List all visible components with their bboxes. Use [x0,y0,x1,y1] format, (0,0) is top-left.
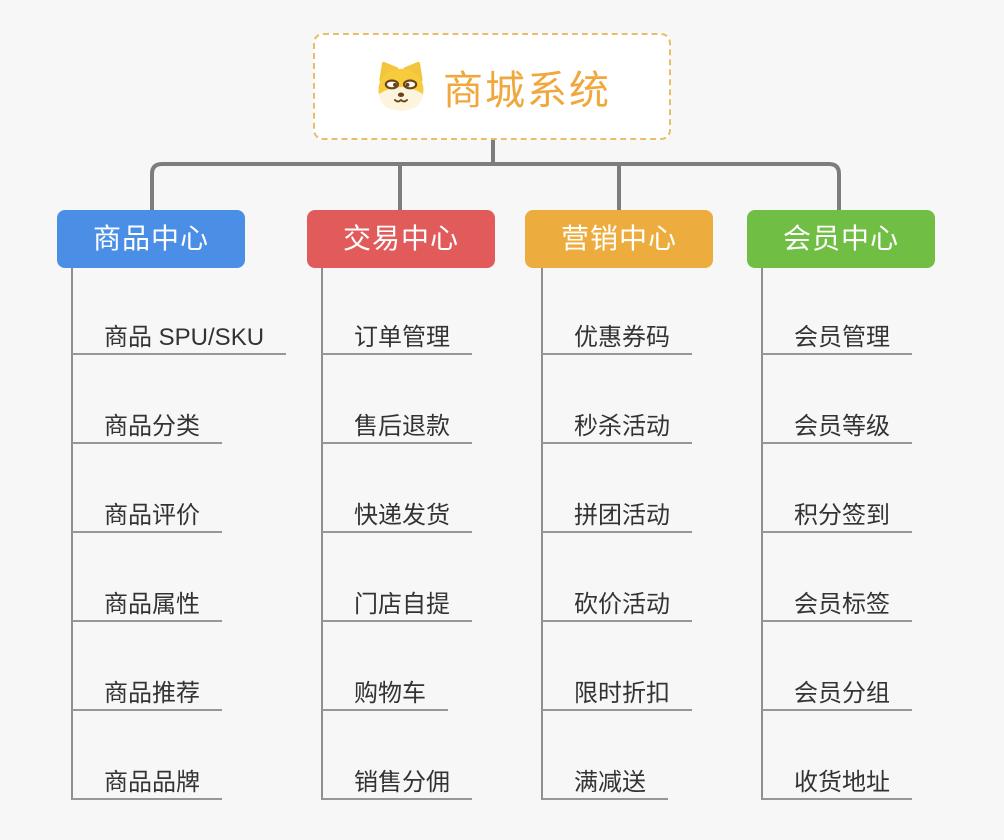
branch-children-marketing-center: 优惠券码 秒杀活动 拼团活动 砍价活动 限时折扣 满减送 [541,268,791,808]
dog-face-icon [378,61,424,110]
sub-topic[interactable]: 拼团活动 [542,500,692,533]
sub-topic[interactable]: 销售分佣 [322,767,472,800]
sub-topic[interactable]: 商品品牌 [72,767,222,800]
sub-topic[interactable]: 会员标签 [762,589,912,622]
sub-topic[interactable]: 会员管理 [762,322,912,355]
sub-topic[interactable]: 门店自提 [322,589,472,622]
branch-topic-trade-center[interactable]: 交易中心 [307,210,495,268]
sub-topic[interactable]: 优惠券码 [542,322,692,355]
sub-topic[interactable]: 订单管理 [322,322,472,355]
branch-children-member-center: 会员管理 会员等级 积分签到 会员标签 会员分组 收货地址 [761,268,1004,808]
branch-topic-product-center[interactable]: 商品中心 [57,210,245,268]
sub-topic[interactable]: 收货地址 [762,767,912,800]
branch-trunk-line [321,268,323,800]
sub-topic[interactable]: 会员分组 [762,678,912,711]
root-topic[interactable]: 商城系统 [313,33,671,140]
sub-topic[interactable]: 商品分类 [72,411,222,444]
branch-trunk-line [761,268,763,800]
sub-topic[interactable]: 快递发货 [322,500,472,533]
sub-topic[interactable]: 会员等级 [762,411,912,444]
sub-topic[interactable]: 商品推荐 [72,678,222,711]
root-topic-title: 商城系统 [443,68,611,113]
branch-children-trade-center: 订单管理 售后退款 快递发货 门店自提 购物车 销售分佣 [321,268,571,808]
branch-topic-marketing-center[interactable]: 营销中心 [525,210,713,268]
branch-topic-member-center[interactable]: 会员中心 [747,210,935,268]
sub-topic[interactable]: 商品 SPU/SKU [72,322,287,355]
branch-trunk-line [71,268,73,800]
branch-children-product-center: 商品 SPU/SKU 商品分类 商品评价 商品属性 商品推荐 商品品牌 [71,268,321,808]
sub-topic[interactable]: 秒杀活动 [542,411,692,444]
branch-trunk-line [541,268,543,800]
sub-topic[interactable]: 商品评价 [72,500,222,533]
sub-topic[interactable]: 售后退款 [322,411,472,444]
sub-topic[interactable]: 积分签到 [762,500,912,533]
sub-topic[interactable]: 砍价活动 [542,589,692,622]
sub-topic[interactable]: 限时折扣 [542,678,692,711]
sub-topic[interactable]: 商品属性 [72,589,222,622]
sub-topic[interactable]: 满减送 [542,767,668,800]
sub-topic[interactable]: 购物车 [322,678,448,711]
